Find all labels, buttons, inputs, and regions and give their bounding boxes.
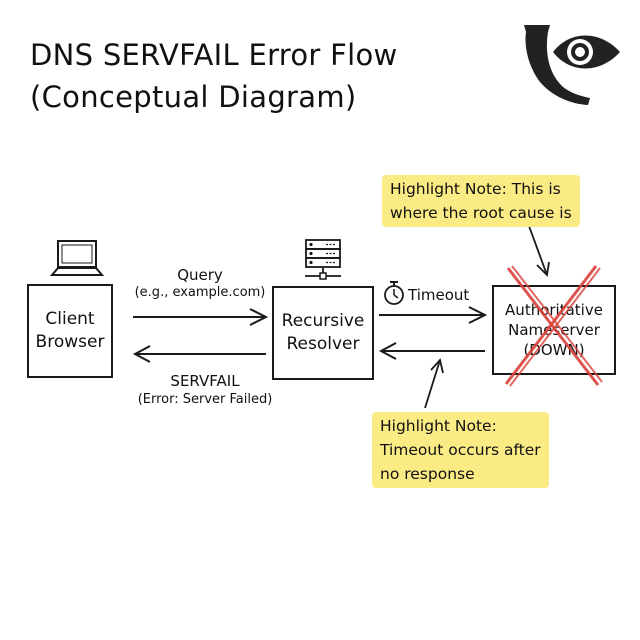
resolver-line-2: Resolver xyxy=(286,334,360,354)
return-arrow xyxy=(378,342,485,360)
timeout-note-line-2: Timeout occurs after xyxy=(380,441,541,459)
root-cause-note: Highlight Note: This is where the root c… xyxy=(382,175,580,227)
resolver-line-1: Recursive xyxy=(281,311,365,331)
root-cause-pointer-arrow xyxy=(528,225,550,277)
authoritative-line-1: Authoritative xyxy=(505,301,603,319)
query-line-1: Query xyxy=(177,266,223,284)
client-browser-node: Client Browser xyxy=(27,284,113,378)
recursive-resolver-node: Recursive Resolver xyxy=(272,286,374,380)
query-arrow xyxy=(133,308,269,326)
timeout-note-line-1: Highlight Note: xyxy=(380,417,497,435)
client-line-1: Client xyxy=(45,309,95,329)
root-cause-note-line-2: where the root cause is xyxy=(390,204,572,222)
title-line-1: DNS SERVFAIL Error Flow xyxy=(30,38,398,72)
timeout-pointer-arrow xyxy=(424,358,444,409)
timeout-note: Highlight Note: Timeout occurs after no … xyxy=(372,412,549,488)
servfail-line-1: SERVFAIL xyxy=(170,372,240,390)
root-cause-note-line-1: Highlight Note: This is xyxy=(390,180,561,198)
title-line-2: (Conceptual Diagram) xyxy=(30,80,357,114)
timeout-arrow xyxy=(379,306,488,324)
servfail-line-2: (Error: Server Failed) xyxy=(137,392,273,407)
timeout-note-line-3: no response xyxy=(380,465,475,483)
client-line-2: Browser xyxy=(35,332,105,352)
query-label: Query (e.g., example.com) xyxy=(120,265,280,301)
query-line-2: (e.g., example.com) xyxy=(134,285,266,300)
diagram-title: DNS SERVFAIL Error Flow (Conceptual Diag… xyxy=(30,34,398,118)
servfail-label: SERVFAIL (Error: Server Failed) xyxy=(105,371,305,409)
timeout-label: Timeout xyxy=(408,286,470,304)
servfail-arrow xyxy=(132,345,266,363)
